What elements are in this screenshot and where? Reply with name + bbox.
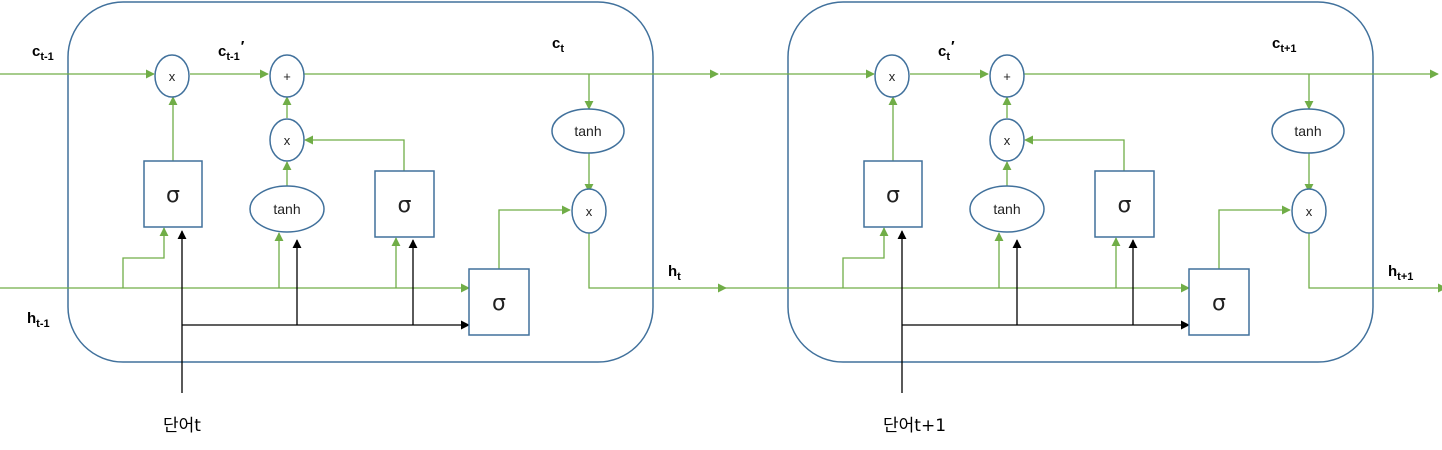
output-gate-to-mul: [1218, 205, 1291, 269]
forget-multiply-node-shape: [874, 54, 910, 98]
add-node-label: +: [1003, 69, 1011, 84]
output-tanh-node-label: tanh: [1294, 123, 1321, 139]
label-c-in: ct-1: [32, 43, 54, 63]
input-multiply-node-label: x: [1004, 133, 1011, 148]
output-gate-sigma-shape: [1188, 268, 1250, 336]
output-tanh-node-shape: [1271, 108, 1345, 154]
input-gate-sigma-label: σ: [398, 193, 412, 218]
forget-gate-sigma-shape: [143, 160, 203, 228]
add-node-label: +: [283, 69, 291, 84]
forget-gate-sigma: σ: [863, 160, 923, 228]
add-node-shape: [989, 54, 1025, 98]
output-tanh-node-label: tanh: [574, 123, 601, 139]
output-gate-sigma: σ: [468, 268, 530, 336]
input-gate-sigma-shape: [374, 170, 435, 238]
input-multiply-node: x: [989, 118, 1025, 162]
forget-gate-sigma-label: σ: [886, 183, 900, 208]
cell-frame: [67, 1, 654, 363]
candidate-tanh-node-shape: [249, 185, 325, 233]
lstm-cell-1: x + x tanh tanh x σ σ σ ct-1 ct-1′ ct ht-1 ht 단어t: [0, 1, 727, 436]
lstm-cell-2: x + x tanh tanh x σ σ σ ct′ ct+1 ht+1 단어t+1: [720, 1, 1442, 436]
forget-multiply-node-shape: [154, 54, 190, 98]
forget-gate-sigma-label: σ: [166, 183, 180, 208]
input-multiply-node-label: x: [284, 133, 291, 148]
cell-frame: [787, 1, 1374, 363]
output-gate-sigma-label: σ: [1212, 291, 1226, 316]
input-gate-sigma-shape: [1094, 170, 1155, 238]
word-label: 단어t: [163, 416, 201, 436]
input-gate-sigma: σ: [374, 170, 435, 238]
label-c-mid: ct-1′: [218, 38, 245, 63]
input-multiply-node-shape: [269, 118, 305, 162]
candidate-tanh-node-label: tanh: [993, 201, 1020, 217]
input-multiply-node: x: [269, 118, 305, 162]
label-h-out: ht+1: [1388, 263, 1413, 283]
forget-multiply-node-label: x: [889, 69, 896, 84]
add-node: +: [989, 54, 1025, 98]
forget-multiply-node: x: [874, 54, 910, 98]
add-node-shape: [269, 54, 305, 98]
forget-gate-sigma: σ: [143, 160, 203, 228]
output-multiply-node: x: [1291, 188, 1327, 234]
candidate-tanh-node: tanh: [969, 185, 1045, 233]
output-gate-to-mul: [498, 205, 571, 269]
label-h-out: ht: [668, 263, 681, 283]
output-multiply-node-label: x: [1306, 204, 1313, 219]
forget-multiply-node: x: [154, 54, 190, 98]
forget-gate-in: [842, 227, 889, 288]
input-gate-sigma: σ: [1094, 170, 1155, 238]
output-gate-sigma-shape: [468, 268, 530, 336]
label-h-in: ht-1: [27, 310, 50, 330]
input-multiply-node-shape: [989, 118, 1025, 162]
hidden-out: [588, 230, 727, 293]
output-tanh-node: tanh: [551, 108, 625, 154]
candidate-tanh-node: tanh: [249, 185, 325, 233]
output-multiply-node-shape: [571, 188, 607, 234]
output-multiply-node-shape: [1291, 188, 1327, 234]
word-label: 단어t+1: [883, 416, 946, 436]
output-multiply-node: x: [571, 188, 607, 234]
input-gate-sigma-label: σ: [1118, 193, 1132, 218]
output-gate-sigma: σ: [1188, 268, 1250, 336]
forget-multiply-node-label: x: [169, 69, 176, 84]
add-node: +: [269, 54, 305, 98]
input-gate-out: [1024, 135, 1125, 171]
hidden-out: [1308, 230, 1442, 293]
label-c-out: ct: [552, 35, 564, 55]
output-gate-sigma-label: σ: [492, 291, 506, 316]
candidate-tanh-node-shape: [969, 185, 1045, 233]
candidate-tanh-node-label: tanh: [273, 201, 300, 217]
input-gate-out: [304, 135, 405, 171]
output-tanh-node-shape: [551, 108, 625, 154]
forget-gate-in: [122, 227, 169, 288]
label-c-out: ct+1: [1272, 35, 1297, 55]
output-multiply-node-label: x: [586, 204, 593, 219]
output-tanh-node: tanh: [1271, 108, 1345, 154]
forget-gate-sigma-shape: [863, 160, 923, 228]
label-c-mid: ct′: [938, 38, 955, 63]
lstm-cells: x + x tanh tanh x σ σ σ ct-1 ct-1′ ct ht-1 ht 단어t x + x ta…: [0, 1, 1442, 436]
